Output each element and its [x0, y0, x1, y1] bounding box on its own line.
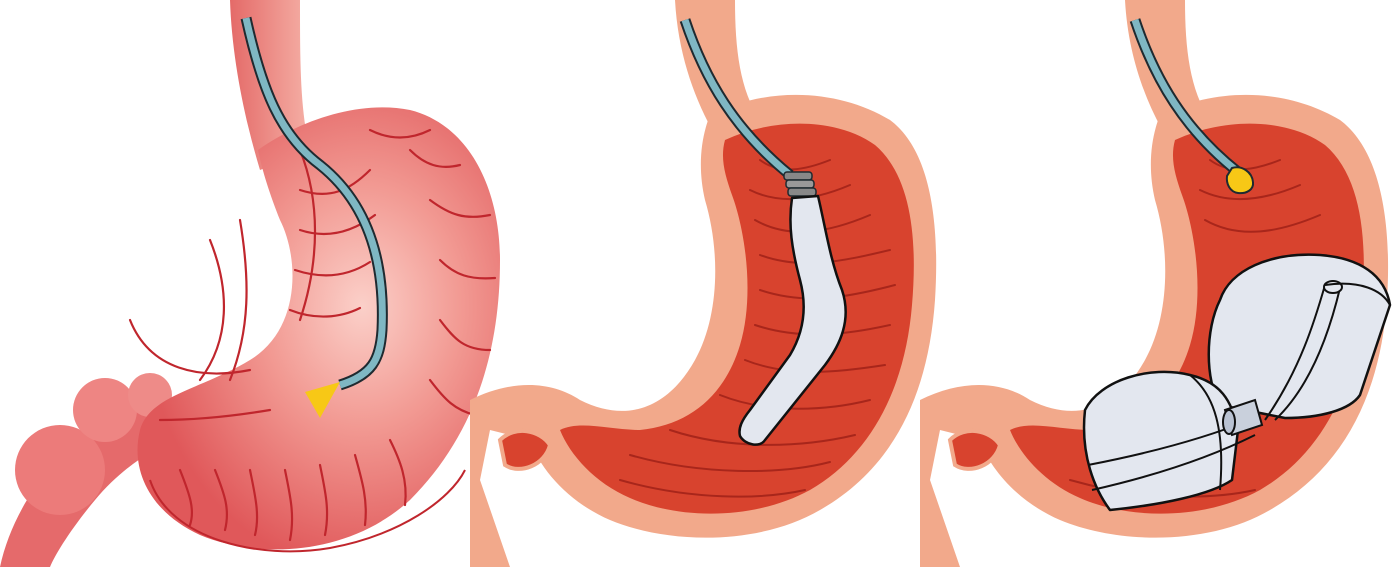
panel-interior-sleeve: [470, 0, 940, 567]
balloon-lower-lobe: [1084, 372, 1238, 510]
stomach-exterior-icon: [0, 0, 500, 567]
panel-interior-balloon: [920, 0, 1392, 567]
balloon-coupling: [784, 172, 816, 196]
stomach-interior-icon: [470, 0, 940, 567]
stomach-interior-icon: [920, 0, 1392, 567]
panel-exterior: [0, 0, 500, 567]
